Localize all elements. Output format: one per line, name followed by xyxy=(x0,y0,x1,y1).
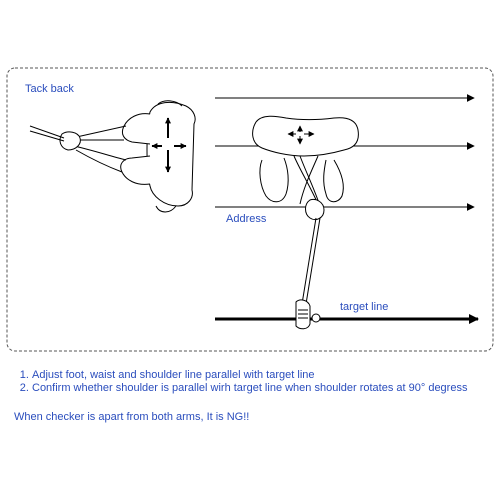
tack-back-figure xyxy=(29,100,196,213)
small-four-way-arrow-icon xyxy=(287,125,315,145)
diagram-frame xyxy=(6,67,494,352)
instruction-item-1: Adjust foot, waist and shoulder line par… xyxy=(32,369,490,382)
warning-text: When checker is apart from both arms, It… xyxy=(14,411,250,423)
address-figure xyxy=(252,115,359,330)
instruction-item-2: Confirm whether shoulder is parallel wir… xyxy=(32,382,490,395)
target-line-label: target line xyxy=(340,301,388,313)
instruction-notes: Adjust foot, waist and shoulder line par… xyxy=(14,369,490,424)
address-label: Address xyxy=(226,213,267,225)
instruction-list: Adjust foot, waist and shoulder line par… xyxy=(14,369,490,395)
tack-back-label: Tack back xyxy=(25,83,74,95)
four-way-arrow-icon xyxy=(151,117,187,173)
